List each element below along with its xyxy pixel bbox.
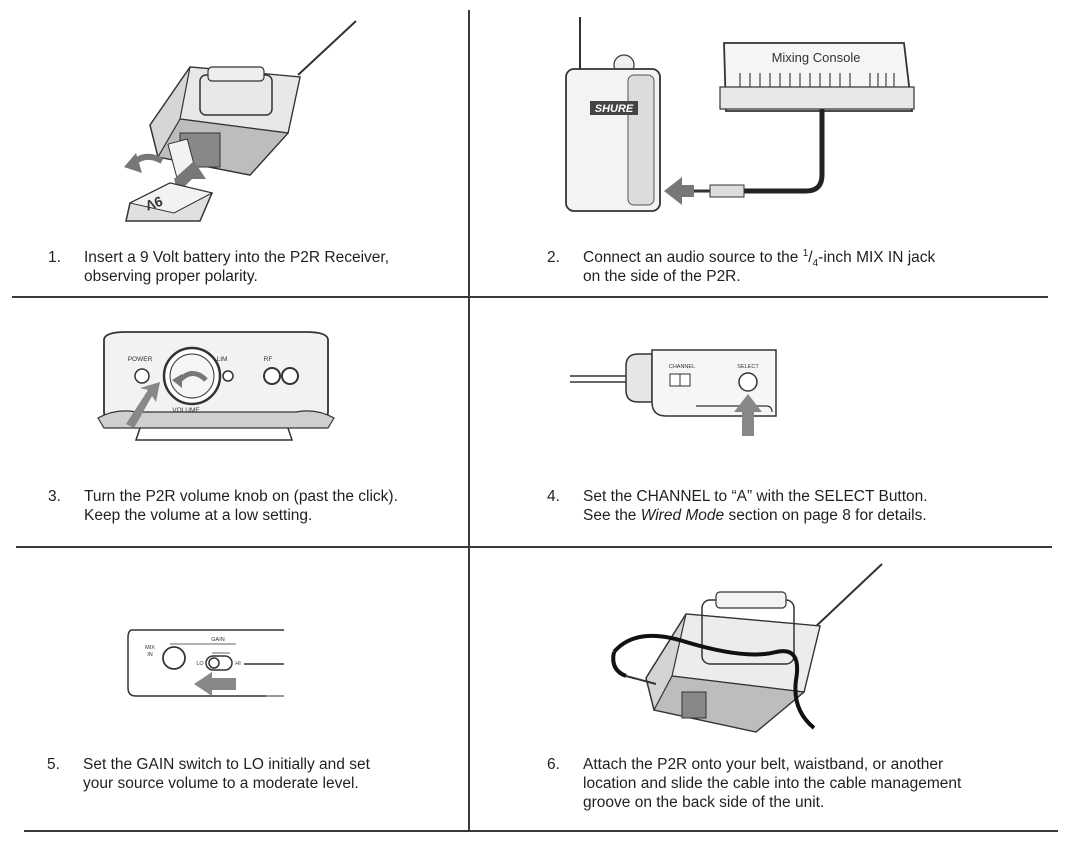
- step-text-line: Turn the P2R volume knob on (past the cl…: [84, 488, 398, 505]
- row-divider-3: [24, 830, 1058, 832]
- battery-insert-illustration: 9V: [124, 20, 357, 222]
- step-text-line: Set the CHANNEL to “A” with the SELECT B…: [583, 488, 928, 505]
- channel-select-illustration: CHANNEL SELECT: [570, 349, 777, 436]
- step-number: 6.: [547, 756, 560, 773]
- step-text-line: Connect an audio source to the 1/4-inch …: [583, 247, 936, 270]
- rf-label: RF: [264, 356, 273, 363]
- mix-in-label-line2: IN: [147, 652, 153, 658]
- step-text-line: groove on the back side of the unit.: [583, 794, 825, 811]
- row-divider-2: [16, 546, 1052, 548]
- gain-label: GAIN: [211, 637, 224, 643]
- step-text-line: observing proper polarity.: [84, 268, 258, 285]
- brand-logo: SHURE: [595, 103, 634, 115]
- battery-label: 9V: [143, 193, 165, 214]
- step-number: 4.: [547, 488, 560, 505]
- volume-knob-illustration: POWER LIM RF VOLUME: [97, 331, 335, 441]
- column-divider: [468, 10, 470, 830]
- step-number: 1.: [48, 249, 61, 266]
- step-text-line: location and slide the cable into the ca…: [583, 775, 962, 792]
- hi-label: HI: [235, 661, 241, 667]
- step-number: 2.: [547, 249, 560, 266]
- gain-switch-illustration: MIX IN GAIN LO HI: [127, 629, 284, 697]
- select-label: SELECT: [737, 364, 759, 370]
- step-number: 3.: [48, 488, 61, 505]
- step-text-line: See the Wired Mode section on page 8 for…: [583, 507, 927, 524]
- mix-in-label-line1: MIX: [145, 645, 155, 651]
- mixing-console-label: Mixing Console: [772, 50, 861, 65]
- lim-label: LIM: [217, 356, 228, 363]
- step-text-line: Insert a 9 Volt battery into the P2R Rec…: [84, 249, 389, 266]
- row-divider-1: [12, 296, 1048, 298]
- mix-in-connection-illustration: SHURE Mixing Console: [565, 17, 915, 212]
- step-text-line: on the side of the P2R.: [583, 268, 741, 285]
- volume-label: VOLUME: [172, 407, 200, 414]
- channel-label: CHANNEL: [669, 364, 695, 370]
- step-text-line: Keep the volume at a low setting.: [84, 507, 313, 524]
- step-number: 5.: [47, 756, 60, 773]
- belt-clip-cable-illustration: [611, 563, 883, 733]
- step-text-line: Set the GAIN switch to LO initially and …: [83, 756, 370, 773]
- power-label: POWER: [128, 356, 153, 363]
- step-text-line: your source volume to a moderate level.: [83, 775, 359, 792]
- lo-label: LO: [196, 661, 204, 667]
- step-text-line: Attach the P2R onto your belt, waistband…: [583, 756, 944, 773]
